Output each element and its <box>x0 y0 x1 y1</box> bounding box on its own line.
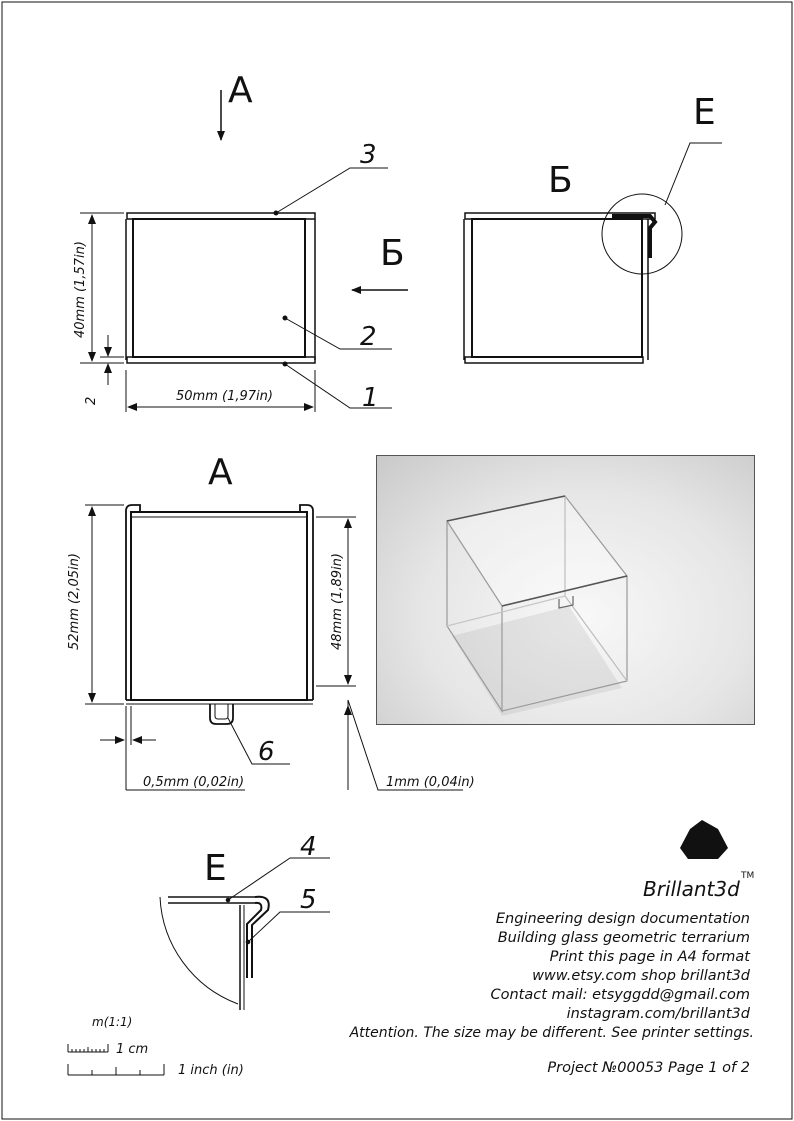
front-body <box>132 218 306 358</box>
leader-6 <box>227 717 290 765</box>
thickness-large-dimension: 1mm (0,04in) <box>386 775 475 790</box>
trademark: TM <box>740 871 754 881</box>
leader-2 <box>284 317 392 350</box>
info-line-6: instagram.com/brillant3d <box>567 1006 751 1022</box>
side-view-title: Б <box>548 160 573 201</box>
callout-4: 4 <box>300 832 317 862</box>
scale-bars <box>67 1044 165 1076</box>
detail-circle <box>601 193 683 275</box>
product-render <box>376 455 755 725</box>
side-body <box>471 218 643 358</box>
detail-e-title: Е <box>204 848 227 889</box>
info-line-3: Print this page in A4 format <box>550 949 752 965</box>
callout-1: 1 <box>362 383 379 413</box>
view-a-marker: А <box>228 70 253 111</box>
view-a-body <box>130 511 308 701</box>
scale-cm-label: 1 cm <box>116 1042 148 1057</box>
project-number: Project №00053 Page 1 of 2 <box>547 1060 750 1076</box>
width-dimension: 50mm (1,97in) <box>176 389 273 404</box>
info-line-1: Engineering design documentation <box>496 911 750 927</box>
side-view <box>463 142 722 364</box>
view-a-height-dimension: 52mm (2,05in) <box>67 553 82 650</box>
info-line-7: Attention. The size may be different. Se… <box>349 1025 754 1041</box>
brand-name: Brillant3d <box>643 877 740 901</box>
glass-box-illustration <box>446 495 629 716</box>
callout-5: 5 <box>300 885 317 915</box>
side-base <box>464 356 644 364</box>
scale-inch-label: 1 inch (in) <box>178 1063 244 1078</box>
detail-arc <box>159 896 239 1005</box>
info-line-4: www.etsy.com shop brillant3d <box>532 968 751 984</box>
view-a-inner-height-dimension: 48mm (1,89in) <box>330 553 345 650</box>
gap-dimension: 2 <box>84 397 99 405</box>
scale-ratio: m(1:1) <box>92 1015 132 1029</box>
detail-marker: Е <box>693 92 716 133</box>
brillant3d-logo <box>680 820 728 859</box>
leader-1 <box>284 363 392 409</box>
view-a <box>85 504 463 791</box>
side-arrow-label: Б <box>380 233 405 274</box>
callout-6: 6 <box>258 737 275 767</box>
front-base <box>126 356 316 364</box>
view-a-title: А <box>208 452 233 493</box>
info-line-2: Building glass geometric terrarium <box>498 930 750 946</box>
leader-e <box>664 142 722 206</box>
leader-3 <box>275 167 388 214</box>
thickness-small-dimension: 0,5mm (0,02in) <box>143 775 244 790</box>
detail-e <box>159 857 330 1010</box>
info-line-5: Contact mail: etsyggdd@gmail.com <box>491 987 751 1003</box>
leader-5 <box>247 911 330 943</box>
callout-3: 3 <box>360 140 377 170</box>
callout-2: 2 <box>360 322 377 352</box>
hinge-profile <box>612 214 658 258</box>
tab-6 <box>209 704 234 725</box>
front-view <box>80 90 408 412</box>
height-dimension: 40mm (1,57in) <box>73 241 88 338</box>
leader-4 <box>227 857 330 901</box>
